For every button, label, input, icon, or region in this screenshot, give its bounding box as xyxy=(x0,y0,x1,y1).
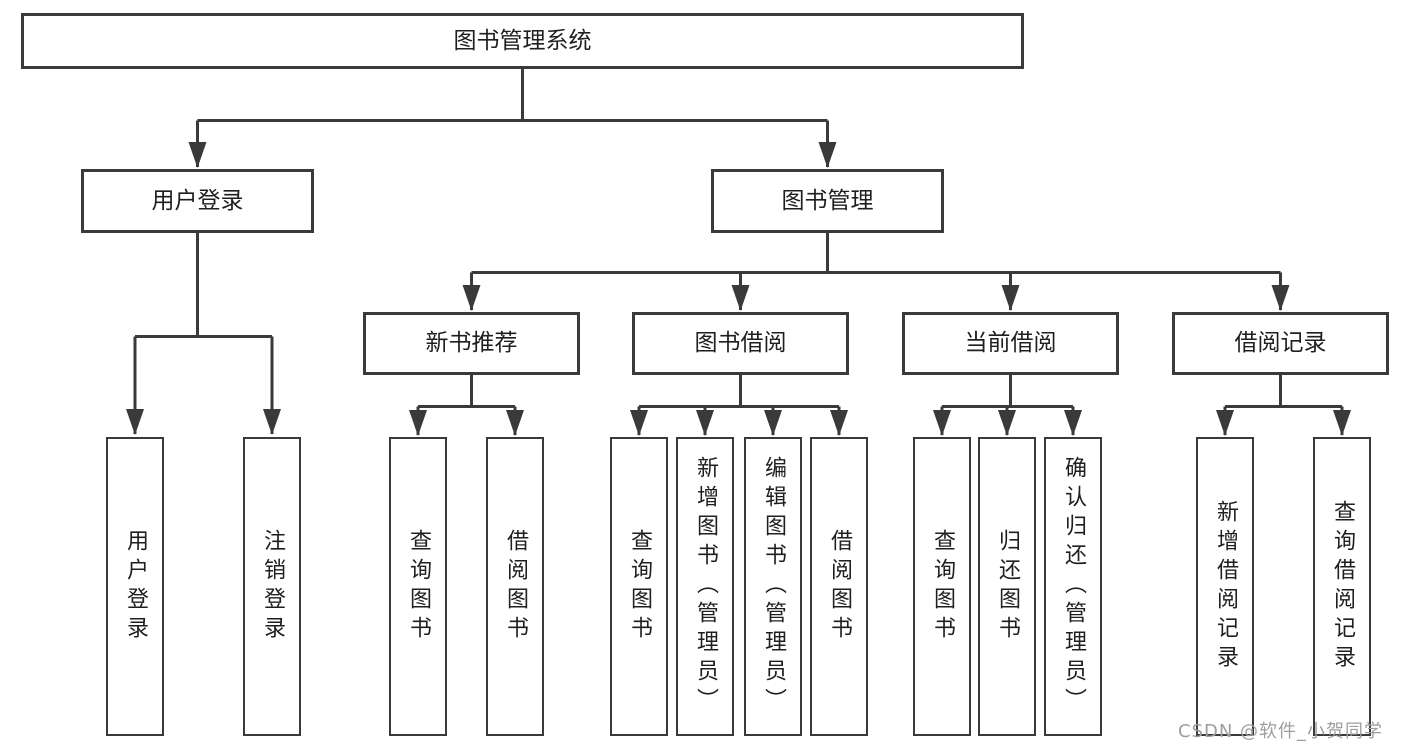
leaf-add-books-admin: 新增图书（管理员） xyxy=(676,437,734,736)
node-library-system-label: 图书管理系统 xyxy=(453,27,592,54)
leaf-logout: 注销登录 xyxy=(243,437,301,736)
node-book-management-label: 图书管理 xyxy=(781,187,874,214)
leaf-query-books-current: 查询图书 xyxy=(913,437,971,736)
leaf-confirm-return-admin: 确认归还（管理员） xyxy=(1044,437,1102,736)
leaf-user-login: 用户登录 xyxy=(106,437,164,736)
node-current-borrow-label: 当前借阅 xyxy=(964,330,1057,356)
node-new-book-recommend: 新书推荐 xyxy=(363,312,580,375)
node-book-borrow-label: 图书借阅 xyxy=(694,330,787,356)
leaf-query-borrow-record: 查询借阅记录 xyxy=(1313,437,1371,736)
leaf-return-books: 归还图书 xyxy=(978,437,1036,736)
node-borrow-records: 借阅记录 xyxy=(1172,312,1389,375)
leaf-query-books-borrow-label: 查询图书 xyxy=(627,528,652,645)
node-user-login: 用户登录 xyxy=(81,169,314,233)
leaf-add-books-admin-label: 新增图书（管理员） xyxy=(693,456,718,717)
node-library-system: 图书管理系统 xyxy=(21,13,1024,69)
node-current-borrow: 当前借阅 xyxy=(902,312,1119,375)
leaf-add-borrow-record-label: 新增借阅记录 xyxy=(1213,499,1238,674)
leaf-borrow-books-label: 借阅图书 xyxy=(827,528,852,645)
leaf-logout-label: 注销登录 xyxy=(260,528,285,645)
leaf-edit-books-admin: 编辑图书（管理员） xyxy=(744,437,802,736)
leaf-query-books-recommend: 查询图书 xyxy=(389,437,447,736)
node-book-management: 图书管理 xyxy=(711,169,944,233)
leaf-add-borrow-record: 新增借阅记录 xyxy=(1196,437,1254,736)
leaf-query-books-current-label: 查询图书 xyxy=(930,528,955,645)
leaf-query-borrow-record-label: 查询借阅记录 xyxy=(1330,499,1355,674)
watermark: CSDN @软件_小贺同学 xyxy=(1178,721,1384,742)
leaf-return-books-label: 归还图书 xyxy=(995,528,1020,645)
node-user-login-label: 用户登录 xyxy=(151,187,244,214)
leaf-edit-books-admin-label: 编辑图书（管理员） xyxy=(761,456,786,717)
leaf-confirm-return-admin-label: 确认归还（管理员） xyxy=(1061,456,1086,717)
leaf-borrow-books-recommend: 借阅图书 xyxy=(486,437,544,736)
leaf-query-books-recommend-label: 查询图书 xyxy=(406,528,431,645)
leaf-query-books-borrow: 查询图书 xyxy=(610,437,668,736)
leaf-user-login-label: 用户登录 xyxy=(123,528,148,645)
node-book-borrow: 图书借阅 xyxy=(632,312,849,375)
leaf-borrow-books-recommend-label: 借阅图书 xyxy=(503,528,528,645)
leaf-borrow-books: 借阅图书 xyxy=(810,437,868,736)
node-borrow-records-label: 借阅记录 xyxy=(1234,330,1327,356)
node-new-book-recommend-label: 新书推荐 xyxy=(425,330,518,356)
